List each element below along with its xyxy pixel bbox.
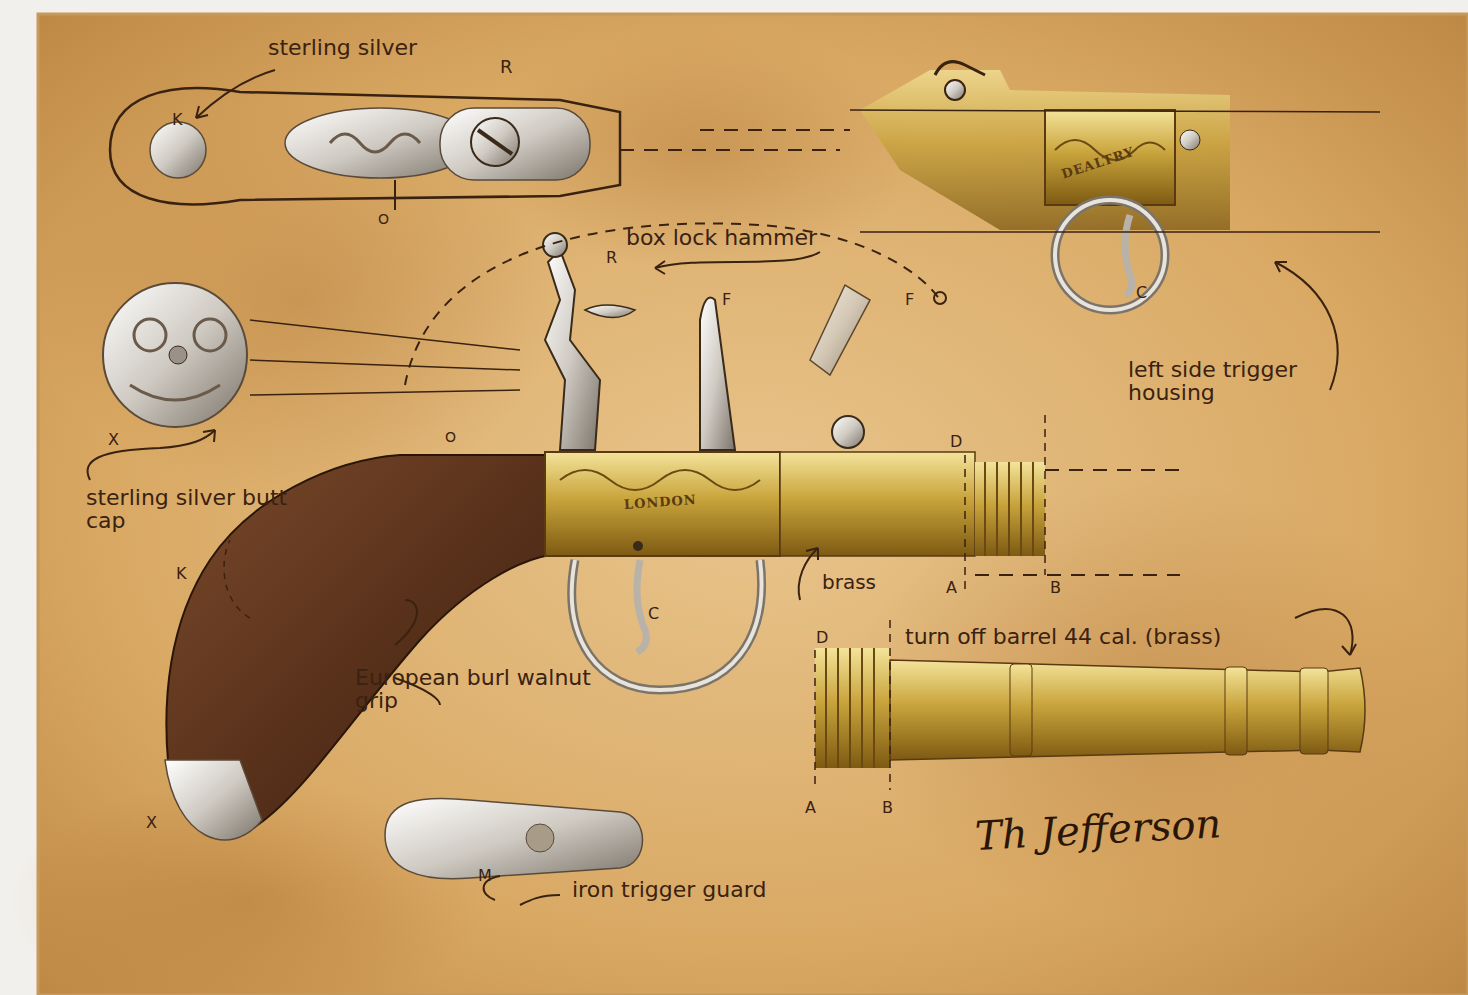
callout-letter: K	[176, 566, 187, 583]
part-label: sterling silver butt cap	[86, 486, 316, 532]
callout-letter: K	[172, 112, 183, 129]
callout-letter: B	[882, 800, 893, 817]
callout-letter: D	[816, 630, 828, 647]
callout-letter: X	[108, 432, 119, 449]
callout-letter: A	[805, 800, 816, 817]
part-label: left side trigger housing	[1128, 358, 1348, 404]
callout-letter: B	[1050, 580, 1061, 597]
callout-letter: A	[946, 580, 957, 597]
part-label: sterling silver	[268, 36, 417, 59]
callout-letter: C	[1136, 285, 1147, 302]
callout-letter: R	[500, 58, 513, 77]
callout-letter: X	[146, 815, 157, 832]
callout-letter: M	[478, 868, 492, 885]
callout-letter: F	[722, 292, 731, 309]
part-label: box lock hammer	[626, 226, 817, 249]
callout-letter: C	[648, 606, 659, 623]
callout-letter: O	[445, 430, 456, 445]
callout-letter: D	[950, 434, 962, 451]
part-label: European burl walnut grip	[355, 666, 625, 712]
callout-letter: F	[905, 292, 914, 309]
part-label: brass	[822, 572, 876, 593]
part-label: turn off barrel 44 cal. (brass)	[905, 625, 1221, 648]
part-label: iron trigger guard	[572, 878, 766, 901]
callout-letter: O	[378, 212, 389, 227]
callout-letter: R	[606, 250, 617, 267]
